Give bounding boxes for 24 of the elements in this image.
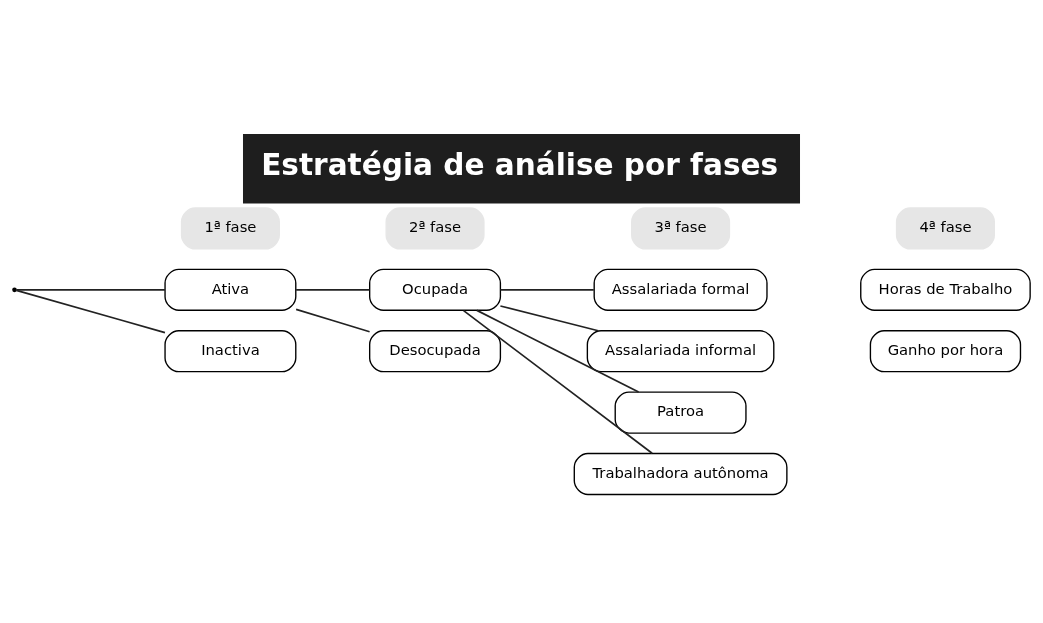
connector [462, 309, 653, 454]
node-box: 4ª fase [895, 206, 995, 250]
node-box: 2ª fase [385, 206, 485, 250]
node-box: Assalariada informal [586, 329, 775, 372]
node-box: Trabalhadora autônoma [573, 452, 788, 495]
connector [15, 288, 166, 291]
connector [499, 288, 595, 291]
connector [476, 309, 640, 393]
node-box: Ganho por hora [869, 329, 1022, 372]
node-box: Desocupada [369, 329, 502, 372]
connector [499, 304, 600, 332]
connector [295, 288, 371, 291]
connector [295, 308, 371, 333]
node-box: Patroa [614, 390, 747, 434]
node-box: 3ª fase [631, 206, 731, 250]
node-point [12, 287, 17, 292]
connector [15, 289, 166, 333]
node-box: Ocupada [369, 268, 502, 311]
diagram-title: Estratégia de análise por fases [261, 147, 779, 182]
node-box: 1ª fase [180, 206, 280, 250]
node-box: Assalariada formal [593, 268, 768, 311]
node-box: Inactiva [164, 329, 297, 372]
node-box: Ativa [164, 268, 297, 311]
node-box: Horas de Trabalho [860, 268, 1031, 311]
